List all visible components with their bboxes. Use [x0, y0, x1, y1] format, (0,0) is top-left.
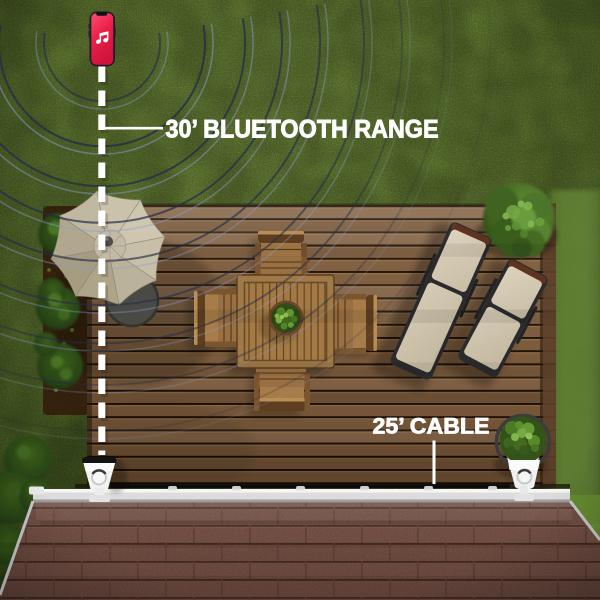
svg-text:25’ CABLE: 25’ CABLE	[373, 413, 490, 438]
svg-text:30’ BLUETOOTH RANGE: 30’ BLUETOOTH RANGE	[166, 115, 439, 143]
